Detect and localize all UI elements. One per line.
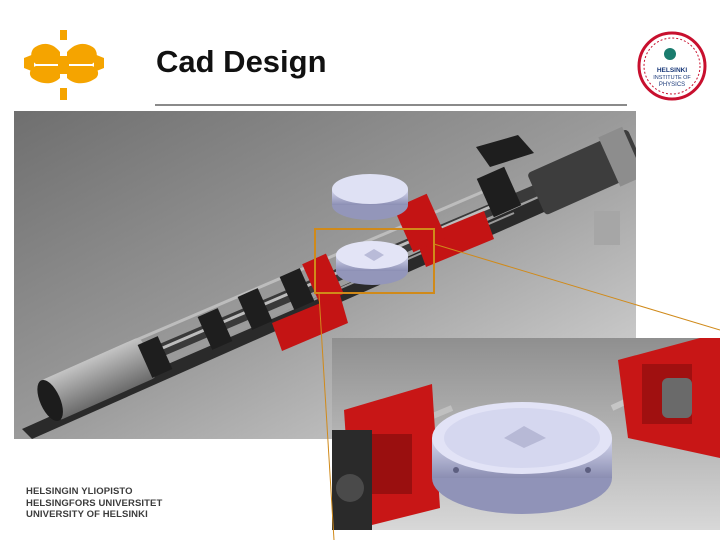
cad-detail-zoom [332, 338, 720, 530]
title-divider [155, 104, 627, 106]
slide-title: Cad Design [156, 44, 327, 79]
university-name: HELSINGIN YLIOPISTO HELSINGFORS UNIVERSI… [26, 486, 162, 521]
svg-text:PHYSICS: PHYSICS [659, 82, 685, 88]
svg-text:HELSINKI: HELSINKI [657, 67, 688, 74]
university-name-finnish: HELSINGIN YLIOPISTO [26, 486, 133, 497]
svg-text:INSTITUTE OF: INSTITUTE OF [653, 75, 691, 81]
institute-seal-logo: HELSINKI INSTITUTE OF PHYSICS [637, 31, 707, 101]
university-flame-logo [24, 30, 104, 100]
university-name-swedish: HELSINGFORS UNIVERSITET [26, 497, 163, 509]
university-name-english: UNIVERSITY OF HELSINKI [26, 509, 148, 521]
